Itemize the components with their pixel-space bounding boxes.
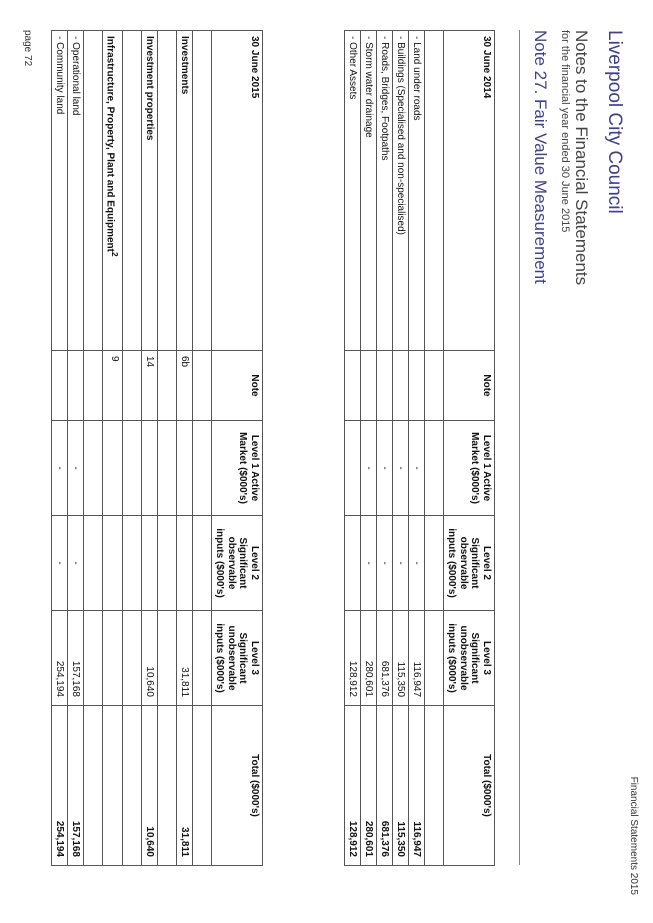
row-total: 10,640 <box>141 705 158 866</box>
row-note: 6b <box>176 350 193 421</box>
row-level1: - <box>67 420 84 516</box>
table-row: Investments 6b 31,811 31,811 <box>176 30 193 866</box>
col-header-level3: Level 3 Significant unobservable inputs … <box>211 610 263 706</box>
row-level2: - <box>392 515 409 611</box>
row-note <box>51 350 68 421</box>
row-note: 14 <box>141 350 158 421</box>
table-row: - Roads, Bridges, Footpaths - - 681,376 … <box>376 30 393 866</box>
row-level1: - <box>376 420 393 516</box>
row-note <box>67 350 84 421</box>
spacer-row <box>424 30 444 866</box>
row-note <box>344 350 361 421</box>
table-row: Investment properties 14 10,640 10,640 <box>141 30 158 866</box>
table-row: - Land under roads - - 116,947 116,947 <box>408 30 425 866</box>
row-label: - Land under roads <box>408 30 425 351</box>
row-level1 <box>141 420 158 516</box>
org-name: Liverpool City Council <box>604 30 625 214</box>
row-level3: 157,168 <box>67 610 84 706</box>
row-label: Investment properties <box>141 30 158 351</box>
row-total: 128,912 <box>344 705 361 866</box>
row-label: - Community land <box>51 30 68 351</box>
col-header-note: Note <box>443 350 495 421</box>
table-row: - Operational land - - 157,168 157,168 <box>67 30 84 866</box>
row-level3: 681,376 <box>376 610 393 706</box>
col-header-total: Total ($000's) <box>211 705 263 866</box>
row-level1: - <box>360 420 377 516</box>
row-note <box>392 350 409 421</box>
table-row: - Buildings (Specialised and non-special… <box>392 30 409 866</box>
document-subtitle: for the financial year ended 30 June 201… <box>559 30 571 233</box>
row-level2 <box>102 515 123 611</box>
row-label: Infrastructure, Property, Plant and Equi… <box>102 30 123 351</box>
note-title: Note 27. Fair Value Measurement <box>531 30 550 284</box>
row-label: - Buildings (Specialised and non-special… <box>392 30 409 351</box>
col-header-level1: Level 1 Active Market ($000's) <box>211 420 263 516</box>
row-total: 280,601 <box>360 705 377 866</box>
col-header-level1: Level 1 Active Market ($000's) <box>443 420 495 516</box>
statements-label: Financial Statements 2015 <box>628 776 639 895</box>
row-level1: - <box>408 420 425 516</box>
row-level2: - <box>376 515 393 611</box>
col-header-label: 30 June 2015 <box>211 30 263 351</box>
divider <box>519 30 520 865</box>
row-level3: 10,640 <box>141 610 158 706</box>
row-level1 <box>344 420 361 516</box>
col-header-level2: Level 2 Significant observable inputs ($… <box>443 515 495 611</box>
row-label: - Storm water drainage <box>360 30 377 351</box>
document-title: Notes to the Financial Statements <box>572 30 591 286</box>
row-total <box>102 705 123 866</box>
col-header-total: Total ($000's) <box>443 705 495 866</box>
ippe-label: Infrastructure, Property, Plant and Equi… <box>104 36 116 252</box>
row-note <box>376 350 393 421</box>
row-level2: - <box>360 515 377 611</box>
row-level3: 254,194 <box>51 610 68 706</box>
row-level3: 115,350 <box>392 610 409 706</box>
row-level3: 280,601 <box>360 610 377 706</box>
row-note <box>360 350 377 421</box>
row-level2 <box>176 515 193 611</box>
col-header-label: 30 June 2014 <box>443 30 495 351</box>
col-header-level2: Level 2 Significant observable inputs ($… <box>211 515 263 611</box>
row-total: 681,376 <box>376 705 393 866</box>
row-level1 <box>176 420 193 516</box>
spacer-row <box>192 30 212 866</box>
row-total: 116,947 <box>408 705 425 866</box>
row-level2: - <box>67 515 84 611</box>
spacer-row <box>157 30 177 866</box>
row-level3: 128,912 <box>344 610 361 706</box>
row-label: - Operational land <box>67 30 84 351</box>
row-level3 <box>102 610 123 706</box>
fair-value-table-2014: 30 June 2014 Note Level 1 Active Market … <box>344 30 495 866</box>
row-total: 157,168 <box>67 705 84 866</box>
col-header-level3: Level 3 Significant unobservable inputs … <box>443 610 495 706</box>
spacer-row <box>83 30 103 866</box>
table-row: Infrastructure, Property, Plant and Equi… <box>102 30 123 866</box>
row-label: - Other Assets <box>344 30 361 351</box>
fair-value-table-2015: 30 June 2015 Note Level 1 Active Market … <box>51 30 263 866</box>
row-note: 9 <box>102 350 123 421</box>
spacer-row <box>122 30 142 866</box>
row-note <box>408 350 425 421</box>
table-row: - Other Assets 128,912 128,912 <box>344 30 361 866</box>
row-label: Investments <box>176 30 193 351</box>
row-level3: 31,811 <box>176 610 193 706</box>
row-level2 <box>344 515 361 611</box>
row-level2: - <box>408 515 425 611</box>
row-level2: - <box>51 515 68 611</box>
row-label: - Roads, Bridges, Footpaths <box>376 30 393 351</box>
table-row: - Community land - - 254,194 254,194 <box>51 30 68 866</box>
row-level1: - <box>51 420 68 516</box>
row-total: 254,194 <box>51 705 68 866</box>
row-level1 <box>102 420 123 516</box>
row-total: 115,350 <box>392 705 409 866</box>
page-number: page 72 <box>22 30 33 67</box>
row-total: 31,811 <box>176 705 193 866</box>
table-row: - Storm water drainage - - 280,601 280,6… <box>360 30 377 866</box>
row-level3: 116,947 <box>408 610 425 706</box>
row-level2 <box>141 515 158 611</box>
footnote-marker: 2 <box>110 251 120 257</box>
row-level1: - <box>392 420 409 516</box>
col-header-note: Note <box>211 350 263 421</box>
